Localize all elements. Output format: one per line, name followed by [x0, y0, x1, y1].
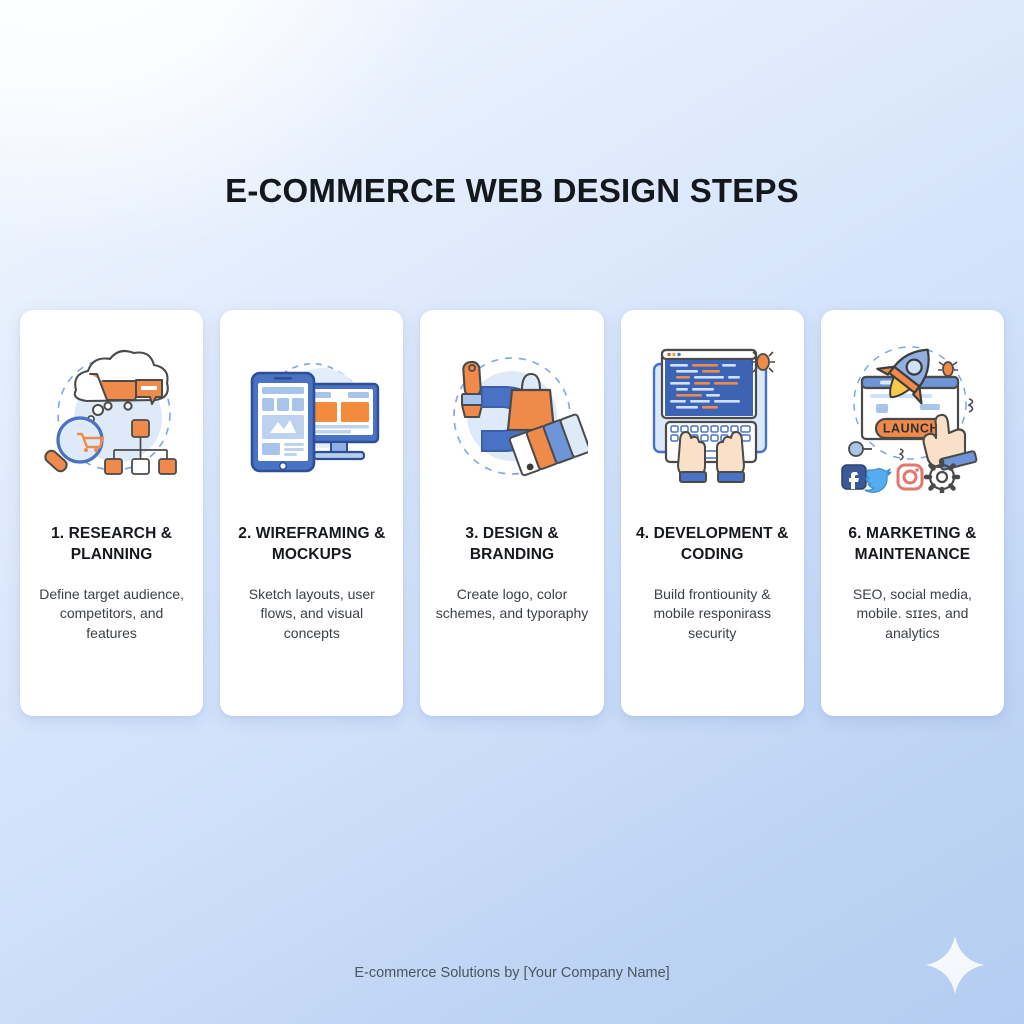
design-branding-icon — [428, 324, 595, 510]
step-description: Create logo, color schemes, and typoraph… — [435, 586, 589, 622]
title-container: E-COMMERCE WEB DESIGN STEPS — [0, 172, 1024, 210]
step-card-1[interactable]: 1. RESEARCH & PLANNING Define target aud… — [20, 310, 204, 716]
page-title: E-COMMERCE WEB DESIGN STEPS — [225, 172, 799, 209]
marketing-maintenance-icon: LAUNCH — [829, 324, 996, 510]
step-description: Build frontiounity & mobile responirass … — [653, 586, 771, 641]
development-coding-icon — [629, 324, 796, 510]
footer-text: E-commerce Solutions by [Your Company Na… — [354, 965, 670, 981]
step-title: 1. RESEARCH & PLANNING — [51, 525, 173, 563]
step-card-2[interactable]: 2. WIREFRAMING & MOCKUPS Sketch layouts,… — [220, 310, 404, 716]
step-description: Sketch layouts, user flows, and visual c… — [248, 586, 375, 641]
step-card-3[interactable]: 3. DESIGN & BRANDING Create logo, color … — [420, 310, 604, 716]
research-planning-icon — [28, 324, 195, 510]
step-title: 2. WIREFRAMING & MOCKUPS — [238, 525, 386, 563]
step-title: 6. MARKETING & MAINTENANCE — [848, 525, 977, 563]
steps-row: 1. RESEARCH & PLANNING Define target aud… — [20, 310, 1005, 716]
wireframing-mockups-icon — [228, 324, 395, 510]
svg-text:LAUNCH: LAUNCH — [883, 422, 939, 436]
step-title: 3. DESIGN & BRANDING — [465, 525, 559, 563]
step-title: 4. DEVELOPMENT & CODING — [636, 525, 789, 563]
step-card-5[interactable]: LAUNCH — [820, 310, 1005, 716]
step-card-4[interactable]: 4. DEVELOPMENT & CODING Build frontiouni… — [620, 310, 804, 716]
sparkle-star-icon — [926, 936, 984, 994]
step-description: Define target audience, competitors, and… — [39, 586, 184, 641]
step-description: SEO, social media, mobile. sɪɪes, and an… — [852, 586, 972, 641]
